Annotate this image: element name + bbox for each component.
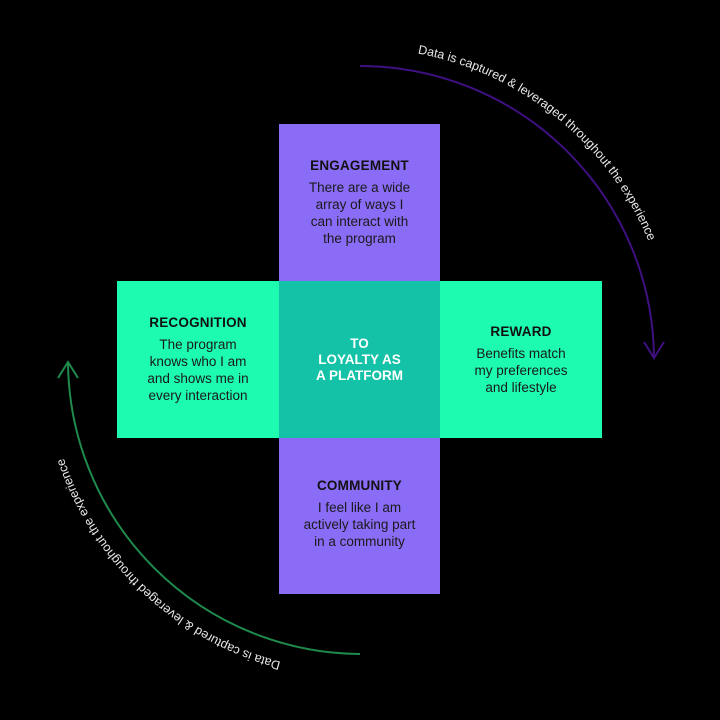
desc-line: The program	[159, 337, 237, 352]
desc-line: and shows me in	[147, 371, 249, 386]
top-arc-label: Data is captured & leveraged throughout …	[417, 43, 659, 243]
recognition-title: RECOGNITION	[149, 315, 247, 330]
center-line: TO	[350, 335, 369, 351]
desc-line: I feel like I am	[317, 500, 402, 515]
recognition-description: The program knows who I am and shows me …	[147, 336, 248, 404]
desc-line: in a community	[314, 534, 405, 549]
desc-line: my preferences	[474, 362, 568, 378]
desc-line: array of ways I	[315, 197, 404, 212]
bottom-arrowhead-icon	[57, 360, 79, 379]
desc-line: can interact with	[310, 214, 409, 229]
engagement-description: There are a wide array of ways I can int…	[309, 179, 410, 247]
desc-line: actively taking part	[303, 517, 416, 532]
reward-description: Benefits match my preferences and lifest…	[474, 345, 567, 396]
community-description: I feel like I am actively taking part in…	[304, 499, 416, 550]
desc-line: every interaction	[148, 388, 248, 403]
top-arrowhead-icon	[643, 341, 665, 360]
recognition-block: RECOGNITION The program knows who I am a…	[117, 281, 279, 438]
desc-line: the program	[323, 231, 396, 246]
engagement-title: ENGAGEMENT	[310, 158, 409, 173]
bottom-arc-arrow	[67, 361, 361, 655]
reward-block: REWARD Benefits match my preferences and…	[440, 281, 602, 438]
center-line: LOYALTY AS	[318, 351, 401, 367]
desc-line: There are a wide	[308, 180, 411, 195]
center-block: TO LOYALTY AS A PLATFORM	[279, 281, 440, 438]
bottom-arc-label: Data is captured & leveraged throughout …	[53, 457, 281, 672]
community-title: COMMUNITY	[316, 478, 403, 493]
center-title: TO LOYALTY AS A PLATFORM	[316, 336, 403, 384]
center-line: A PLATFORM	[316, 367, 403, 383]
top-arc-arrow	[359, 65, 655, 359]
desc-line: and lifestyle	[485, 379, 557, 395]
desc-line: knows who I am	[149, 354, 247, 369]
engagement-block: ENGAGEMENT There are a wide array of way…	[279, 124, 440, 281]
community-block: COMMUNITY I feel like I am actively taki…	[279, 438, 440, 594]
reward-title: REWARD	[490, 323, 552, 339]
desc-line: Benefits match	[476, 345, 566, 361]
